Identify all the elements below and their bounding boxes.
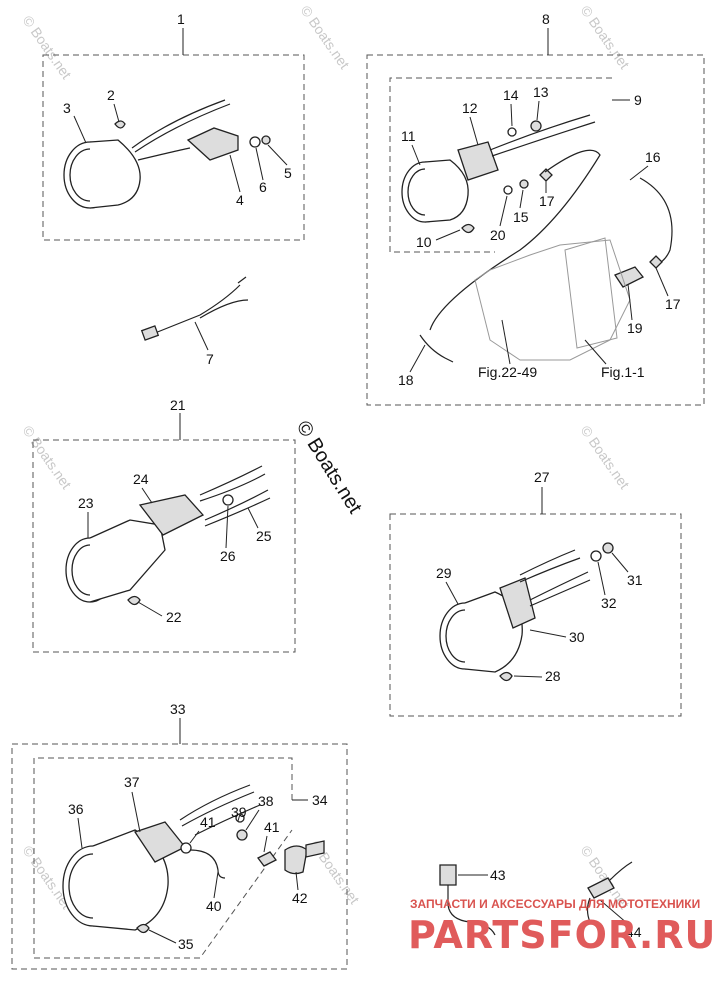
callout-18: 18 xyxy=(398,372,414,388)
bulb-part-35 xyxy=(136,923,150,934)
group-33: 33 34 37 36 38 39 41 41 40 42 35 xyxy=(11,701,348,970)
callout-30: 30 xyxy=(569,629,585,645)
group-21-box xyxy=(32,439,296,653)
bulb-part-28 xyxy=(499,671,513,682)
clamp-part-17 xyxy=(539,168,553,182)
washer-part-26 xyxy=(222,494,234,506)
bracket-part-4 xyxy=(186,127,239,161)
callout-36: 36 xyxy=(68,801,84,817)
callout-28: 28 xyxy=(545,668,561,684)
callout-37: 37 xyxy=(124,774,140,790)
socket-part-43 xyxy=(439,864,457,886)
callout-13: 13 xyxy=(533,84,549,100)
watermark-small: © Boats.net xyxy=(20,423,75,492)
callout-32: 32 xyxy=(601,595,617,611)
clamp-part-17b xyxy=(649,255,663,269)
callout-12: 12 xyxy=(462,100,478,116)
bulb-part-10 xyxy=(461,223,475,234)
callout-34: 34 xyxy=(312,792,328,808)
callout-17: 17 xyxy=(539,193,555,209)
watermark-small: © Boats.net xyxy=(298,3,353,72)
cable-part-16 xyxy=(429,149,601,331)
nut-part-13 xyxy=(530,120,542,132)
wire-part-40 xyxy=(189,849,226,879)
callout-42: 42 xyxy=(292,890,308,906)
group-1-box xyxy=(42,54,305,241)
figure-ref-1-1: Fig.1-1 xyxy=(601,364,645,380)
callout-1: 1 xyxy=(177,11,185,27)
watermark-small: © Boats.net xyxy=(20,13,75,82)
callout-43: 43 xyxy=(490,867,506,883)
callout-41b: 41 xyxy=(264,819,280,835)
nut-part-15 xyxy=(519,179,529,189)
nut-part-5 xyxy=(261,135,271,145)
callout-27: 27 xyxy=(534,469,550,485)
bracket-part-24 xyxy=(138,494,205,536)
lamp-part-44 xyxy=(587,877,615,899)
branding-tagline: ЗАПЧАСТИ И АКСЕССУАРЫ ДЛЯ МОТОТЕХНИКИ xyxy=(410,897,700,911)
sender-part-19 xyxy=(614,266,645,288)
callout-2: 2 xyxy=(107,87,115,103)
callout-38: 38 xyxy=(258,793,274,809)
watermark-small: © Boats.net xyxy=(578,423,633,492)
nut-part-31 xyxy=(602,542,614,554)
callout-31: 31 xyxy=(627,572,643,588)
wire-part-18 xyxy=(419,334,454,363)
callout-16: 16 xyxy=(645,149,661,165)
group-27-box xyxy=(389,513,682,717)
callout-41: 41 xyxy=(200,814,216,830)
partsfor-branding: ЗАПЧАСТИ И АКСЕССУАРЫ ДЛЯ МОТОТЕХНИКИ PA… xyxy=(408,897,716,957)
callout-23: 23 xyxy=(78,495,94,511)
bulb-part-22 xyxy=(127,595,141,606)
figure-ref-22-49: Fig.22-49 xyxy=(478,364,537,380)
switch-part-42 xyxy=(284,845,308,875)
callout-15: 15 xyxy=(513,209,529,225)
harness-part-7: 7 xyxy=(140,276,249,367)
group-1: 1 2 3 4 5 6 xyxy=(42,11,305,241)
callout-7: 7 xyxy=(206,351,214,367)
branding-site: PARTSFOR.RU xyxy=(408,913,716,957)
parts-43-44: 43 44 xyxy=(439,861,642,940)
washer-part-14 xyxy=(507,127,517,137)
washer-part-41a xyxy=(180,842,192,854)
callout-40: 40 xyxy=(206,898,222,914)
callout-39: 39 xyxy=(231,804,247,820)
callout-6: 6 xyxy=(259,179,267,195)
washer-part-6 xyxy=(249,136,261,148)
callout-22: 22 xyxy=(166,609,182,625)
clip-part-41b xyxy=(257,851,277,867)
callout-11: 11 xyxy=(401,128,416,144)
group-8: 8 9 14 13 12 11 16 17 xyxy=(366,11,705,406)
callout-29: 29 xyxy=(436,565,452,581)
group-21: 21 24 23 25 26 22 xyxy=(32,397,296,653)
watermark-small: © Boats.net xyxy=(578,3,633,72)
washer-part-20 xyxy=(503,185,513,195)
callout-21: 21 xyxy=(170,397,186,413)
group-27: 27 29 31 32 30 28 xyxy=(389,469,682,717)
callout-44: 44 xyxy=(626,924,642,940)
callout-14: 14 xyxy=(503,87,519,103)
callout-20: 20 xyxy=(490,227,506,243)
callout-33: 33 xyxy=(170,701,186,717)
callout-4: 4 xyxy=(236,192,244,208)
callout-26: 26 xyxy=(220,548,236,564)
group-8-box xyxy=(366,54,705,406)
callout-25: 25 xyxy=(256,528,272,544)
callout-35: 35 xyxy=(178,936,194,952)
callout-8: 8 xyxy=(542,11,550,27)
bracket-part-30 xyxy=(499,577,536,629)
callout-17b: 17 xyxy=(665,296,681,312)
callout-24: 24 xyxy=(133,471,149,487)
nut-part-38 xyxy=(236,829,248,841)
callout-3: 3 xyxy=(63,100,71,116)
callout-9: 9 xyxy=(634,92,642,108)
washer-part-32 xyxy=(590,550,602,562)
boats-net-watermark: © Boats.net xyxy=(292,417,366,518)
callout-10: 10 xyxy=(416,234,432,250)
callout-5: 5 xyxy=(284,165,292,181)
callout-19: 19 xyxy=(627,320,643,336)
bulb-part-2 xyxy=(114,120,126,129)
